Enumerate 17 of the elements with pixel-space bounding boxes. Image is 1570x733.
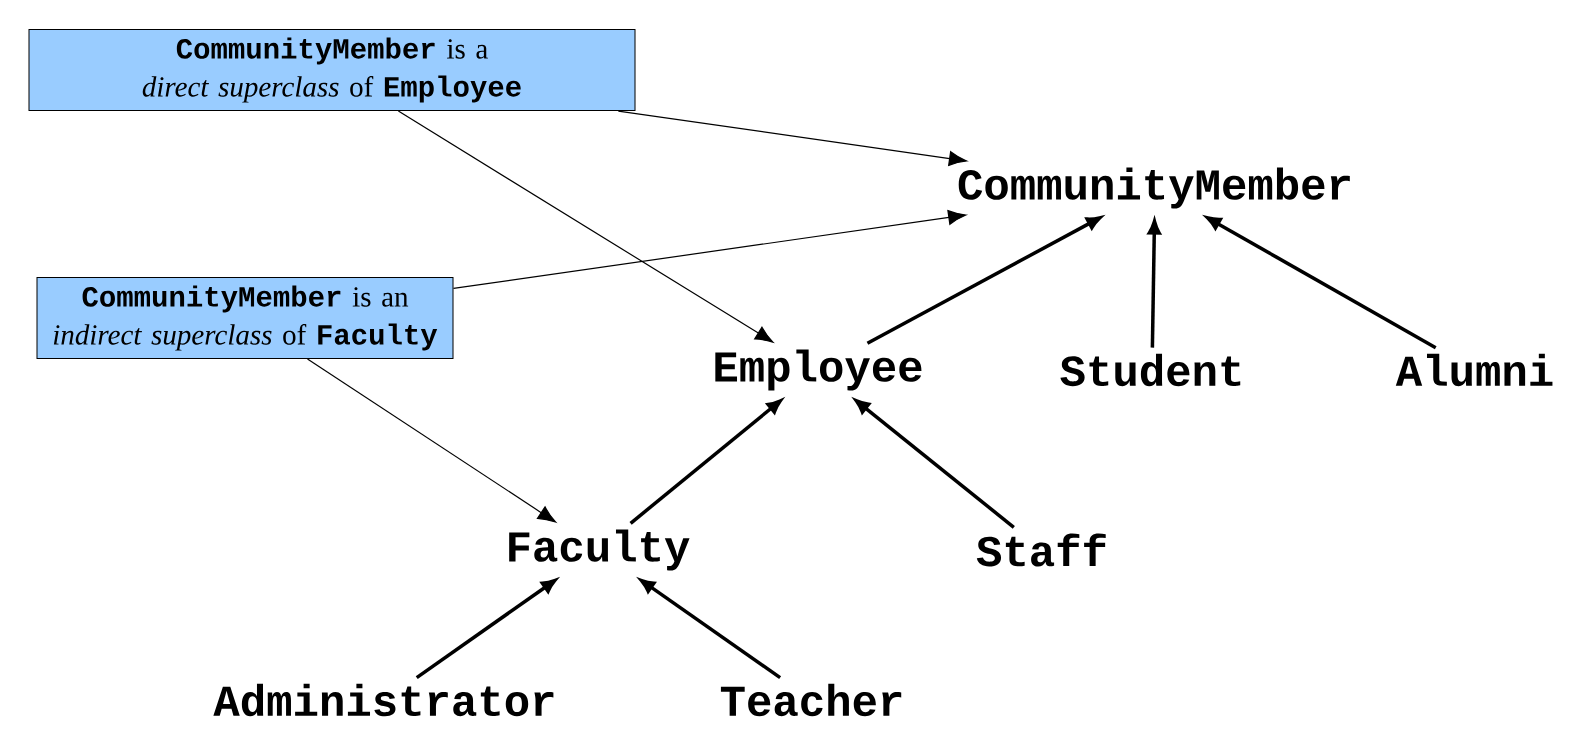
inheritance-arrow [854,399,1015,529]
inheritance-arrow [639,578,782,680]
class-name: Administrator [213,683,554,717]
class-name: Alumni [1395,353,1553,387]
callout-box: CommunityMember is a direct superclass of Employee [28,28,636,112]
callout-box: CommunityMember is an indirect superclass of Faculty [36,276,454,360]
arrow [452,210,967,290]
class-name: CommunityMember [958,167,1350,209]
arrow [306,358,557,523]
arrow [617,110,968,166]
class-name: Employee [715,349,922,391]
class-name: Faculty [509,529,690,571]
arrow [397,110,774,343]
class-name: Teacher [720,683,902,717]
inheritance-arrow [415,578,557,680]
class-name: Student [1060,353,1241,387]
class-name: Staff [976,533,1106,567]
